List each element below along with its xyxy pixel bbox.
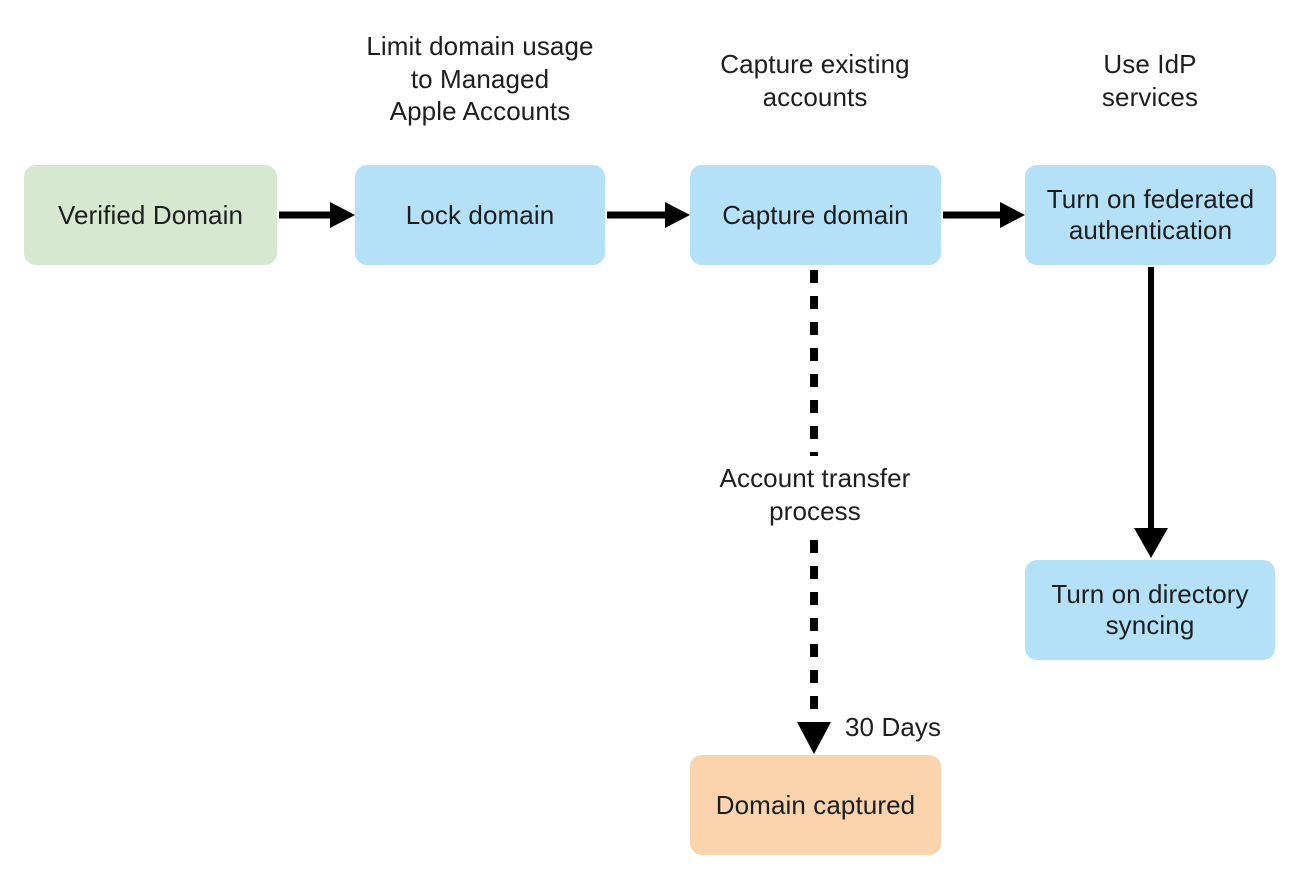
caption-capture-domain: Capture existing accounts <box>720 49 910 112</box>
edge-federated-to-directory <box>1134 267 1168 558</box>
node-verified-domain[interactable]: Verified Domain <box>24 165 277 265</box>
edge-verified-to-lock <box>279 202 355 228</box>
node-domain-captured[interactable]: Domain captured <box>690 755 941 855</box>
caption-federated-authentication: Use IdP services <box>1101 49 1199 112</box>
node-capture-domain[interactable]: Capture domain <box>690 165 941 265</box>
edge-label-account-transfer: Account transfer process <box>719 463 911 526</box>
edge-transfer-to-captured <box>797 540 831 754</box>
node-lock-domain[interactable]: Lock domain <box>355 165 605 265</box>
node-turn-on-federated-authentication[interactable]: Turn on federated authentication <box>1025 165 1276 265</box>
edge-label-30-days: 30 Days <box>845 712 942 742</box>
node-turn-on-directory-syncing[interactable]: Turn on directory syncing <box>1025 560 1275 660</box>
edge-lock-to-capture <box>607 202 690 228</box>
caption-lock-domain: Limit domain usage to Managed Apple Acco… <box>366 31 594 126</box>
edge-capture-to-federated <box>943 202 1025 228</box>
